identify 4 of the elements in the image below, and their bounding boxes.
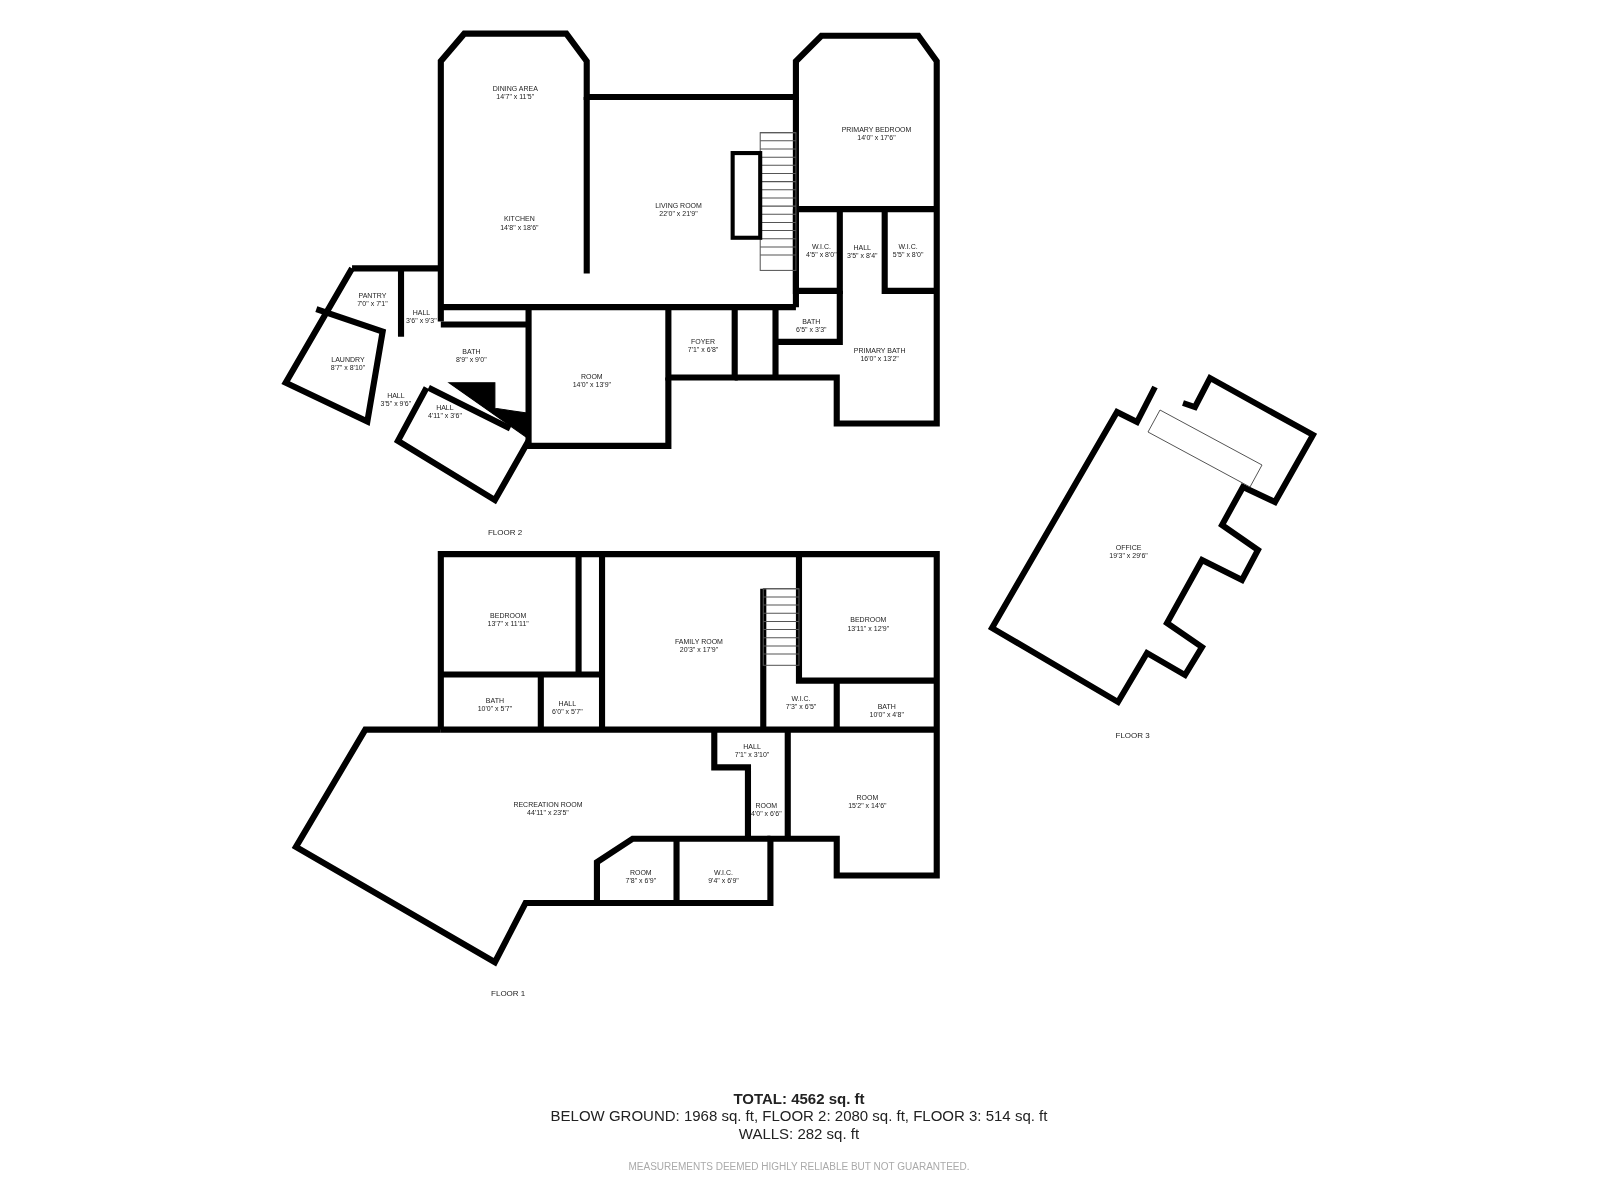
floor-label: FLOOR 1	[491, 987, 526, 1000]
disclaimer-note: MEASUREMENTS DEEMED HIGHLY RELIABLE BUT NOT GUARANTEED.	[628, 1159, 970, 1174]
floor-label: FLOOR 2	[488, 526, 523, 539]
floor-label: FLOOR 3	[1115, 729, 1150, 742]
